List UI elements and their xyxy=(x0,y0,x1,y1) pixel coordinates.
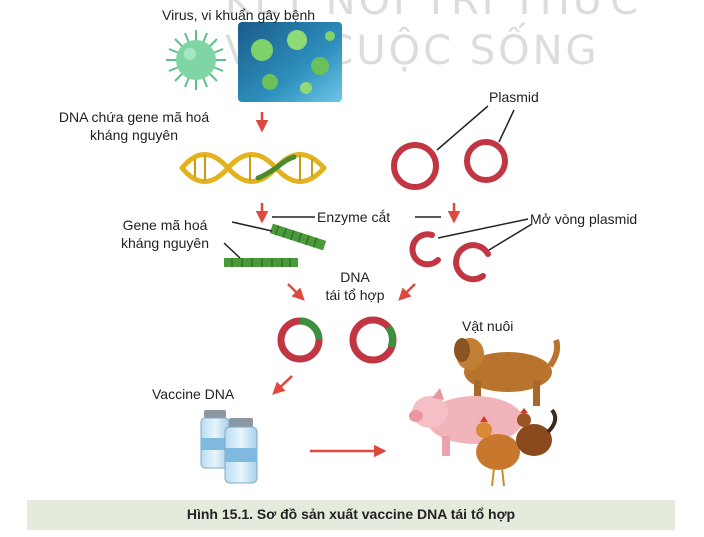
gene-label-line1: Gene mã hoá xyxy=(122,217,208,233)
plasmid-icon xyxy=(391,139,508,190)
figure-caption-bar: Hình 15.1. Sơ đồ sản xuất vaccine DNA tá… xyxy=(27,500,675,530)
pathogen-label: Virus, vi khuẩn gây bệnh xyxy=(162,7,316,23)
gene-label: Gene mã hoá kháng nguyên xyxy=(100,216,230,252)
bacteria-panel-icon xyxy=(238,22,342,102)
virus-icon xyxy=(166,30,226,90)
dna-gene-label-line2: kháng nguyên xyxy=(90,127,178,143)
open-plasmid-label: Mở vòng plasmid xyxy=(530,211,638,227)
flow-arrows xyxy=(255,112,461,458)
gene-fragment-icon xyxy=(224,223,327,267)
plasmid-pointer-lines xyxy=(436,105,515,151)
enzyme-label: Enzyme cắt xyxy=(317,209,391,225)
dog-icon xyxy=(454,338,561,406)
figure-caption: Hình 15.1. Sơ đồ sản xuất vaccine DNA tá… xyxy=(186,506,516,522)
pig-icon xyxy=(409,388,523,456)
open-plasmid-icon xyxy=(409,231,491,283)
recombinant-dna-label-line2: tái tổ hợp xyxy=(325,287,385,303)
livestock-label: Vật nuôi xyxy=(462,318,514,334)
vaccine-vial-icon xyxy=(200,410,258,484)
vaccine-label: Vaccine DNA xyxy=(152,386,235,402)
recombinant-dna-label-line1: DNA xyxy=(340,269,370,285)
dna-gene-label: DNA chứa gene mã hoá kháng nguyên xyxy=(34,108,234,144)
watermark-line1: KẾT NỐI TRI THỨC xyxy=(225,0,642,24)
dna-gene-label-line1: DNA chứa gene mã hoá xyxy=(58,109,210,125)
gene-pointer-lines xyxy=(223,221,273,259)
open-plasmid-pointer-lines xyxy=(437,218,533,251)
recombinant-dna-label: DNA tái tổ hợp xyxy=(305,268,405,304)
chicken-icon xyxy=(476,408,558,487)
plasmid-label: Plasmid xyxy=(489,89,539,105)
recombinant-plasmid-icon xyxy=(277,316,397,364)
dna-helix-icon xyxy=(179,152,327,184)
gene-label-line2: kháng nguyên xyxy=(121,235,209,251)
